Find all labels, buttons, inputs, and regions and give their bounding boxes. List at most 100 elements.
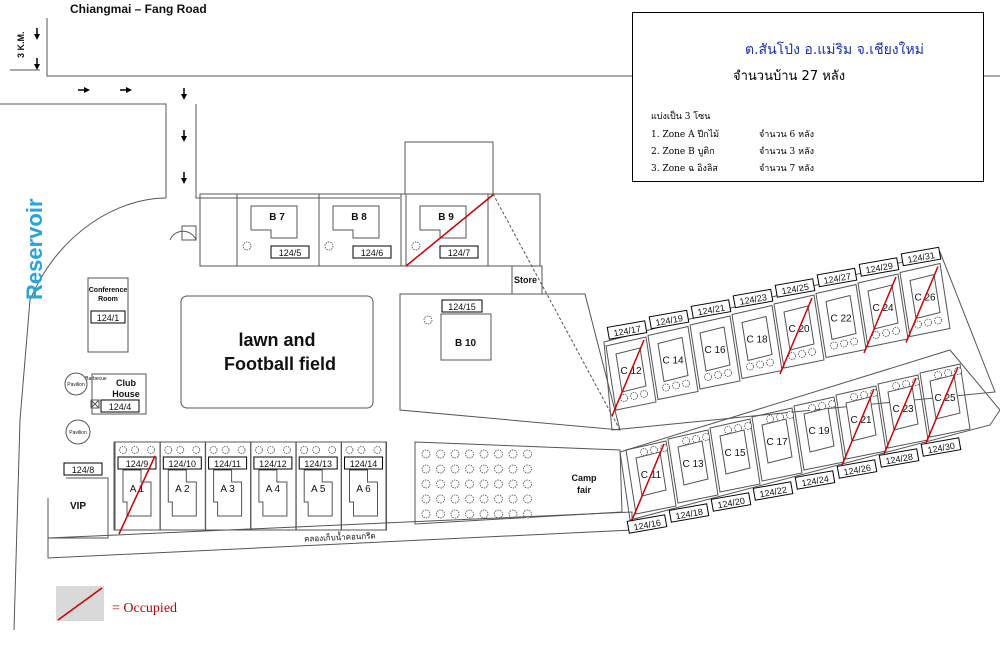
house-number: 124/9: [126, 459, 149, 469]
house-plot: [667, 429, 719, 504]
house-number-box: [920, 437, 962, 457]
house-number: 124/15: [448, 302, 476, 312]
house-number-box: [208, 456, 248, 470]
house-number: 124/14: [350, 459, 378, 469]
barbecue-icon: [90, 399, 100, 409]
zone-row-count: จำนวน 3 หลัง: [759, 147, 814, 157]
house-name: A 4: [266, 484, 281, 495]
tree-icon: [508, 509, 518, 519]
house-number-box: [774, 278, 816, 298]
house-number-box: [117, 456, 157, 470]
tree-icon: [924, 318, 932, 327]
info-title: ต.สันโป่ง อ.แม่ริม จ.เชียงใหม่: [745, 42, 924, 58]
tree-icon: [436, 464, 445, 474]
arrow-icon: [34, 28, 40, 40]
house-number-box: [270, 245, 310, 259]
house-number: 124/7: [448, 248, 471, 258]
tree-icon: [523, 449, 532, 459]
house-name: C 19: [808, 426, 830, 437]
camp-fair-area: [414, 441, 623, 525]
conference-label-1: Conference: [89, 287, 128, 294]
house-number-box: [836, 459, 878, 479]
camp-label-2: fair: [577, 485, 592, 495]
house-c12: C 12124/17: [605, 320, 657, 417]
tree-icon: [254, 446, 263, 454]
house-number: 124/28: [885, 452, 914, 467]
house-c20: C 20124/25: [773, 278, 825, 375]
tree-icon: [119, 446, 127, 454]
b10-plot: [399, 293, 621, 431]
tree-grid: [421, 449, 532, 519]
occupied-mark: [925, 366, 959, 444]
house-footprint: [303, 469, 333, 517]
arrow-icon: [181, 88, 187, 100]
tree-icon: [704, 373, 712, 381]
tree-icon: [266, 446, 275, 454]
house-b10: B 10 124/15: [423, 299, 492, 361]
house-plot: [341, 441, 387, 531]
tree-icon: [494, 494, 503, 504]
tree-icon: [436, 449, 445, 459]
pavilion-label-1: Pavilion: [67, 382, 85, 388]
tree-icon: [411, 241, 421, 251]
house-a5: 124/13A 5: [295, 441, 342, 531]
zone-row-count: จำนวน 7 หลัง: [759, 164, 814, 174]
tree-icon: [131, 446, 139, 454]
tree-icon: [850, 393, 858, 401]
tree-icon: [479, 479, 489, 489]
house-name: B 8: [351, 212, 367, 223]
house-c21: C 21124/26: [835, 385, 887, 479]
house-footprint: [440, 313, 492, 361]
house-number: 124/21: [697, 303, 726, 318]
house-plot: [318, 193, 402, 267]
tree-icon: [934, 371, 942, 379]
house-plot: [405, 193, 489, 267]
occupied-mark: [779, 297, 813, 375]
house-number: 124/31: [907, 250, 936, 265]
house-plot: [709, 418, 761, 493]
arrow-icon: [181, 172, 187, 184]
house-number: 124/6: [361, 248, 384, 258]
house-name: C 22: [830, 314, 852, 325]
tree-icon: [300, 446, 309, 454]
house-number-box: [816, 267, 858, 288]
tree-icon: [860, 391, 868, 399]
house-number-box: [441, 299, 483, 313]
house-number: 124/23: [739, 292, 768, 307]
house-number-box: [298, 456, 338, 470]
zone-row-count: จำนวน 6 หลัง: [759, 130, 814, 140]
tree-icon: [523, 464, 532, 474]
house-number: 124/17: [613, 324, 642, 339]
club-label-2: House: [112, 389, 140, 399]
tree-icon: [756, 360, 764, 369]
tree-icon: [494, 479, 503, 489]
house-a3: 124/11A 3: [205, 441, 252, 531]
occupied-mark: [611, 339, 645, 417]
house-number-box: [710, 492, 752, 512]
conference-room: [87, 277, 129, 353]
vip-label: VIP: [70, 501, 86, 512]
conference-number: 124/1: [97, 313, 120, 323]
vip-number-box: [63, 462, 103, 476]
tree-icon: [944, 369, 952, 377]
info-subtitle: จำนวนบ้าน 27 หลัง: [733, 69, 846, 84]
reservoir-label: Reservoir: [22, 198, 47, 300]
tree-icon: [242, 241, 252, 251]
house-number: 124/13: [304, 459, 332, 469]
house-plot: [625, 440, 677, 515]
house-number: 124/26: [843, 463, 872, 478]
house-name: B 10: [455, 338, 477, 349]
tree-icon: [164, 446, 173, 454]
tree-icon: [423, 315, 433, 325]
tree-icon: [465, 494, 474, 504]
tree-icon: [221, 446, 230, 454]
